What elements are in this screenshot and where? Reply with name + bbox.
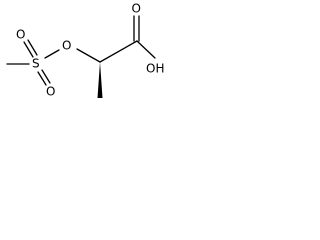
atom-label-sulfonyl-oxygen-top: O	[16, 28, 25, 42]
bond-sulfur-oxygen-bottom-b	[41, 69, 51, 84]
atom-label-ester-oxygen: O	[62, 39, 71, 53]
stereo-wedge-methyl	[97, 62, 103, 98]
bond-sulfur-oxygen-bottom-a	[37, 71, 47, 86]
bond-sulfur-oxygen-top-b	[27, 39, 38, 56]
atom-label-carbonyl-oxygen: O	[132, 2, 141, 16]
methylsulfonyloxy-propanoic-acid-structure: O OH O S O O	[6, 2, 164, 99]
bond-sulfur-ester-oxygen	[44, 49, 60, 59]
atom-label-hydroxyl: OH	[146, 62, 164, 76]
bond-chiral-carbon-carboxyl-carbon	[99, 40, 138, 63]
atom-label-sulfonyl-oxygen-bottom: O	[46, 85, 55, 99]
atom-label-sulfur: S	[32, 57, 40, 71]
bond-sulfur-oxygen-top-a	[23, 41, 34, 58]
bond-ester-oxygen-chiral-carbon	[76, 48, 101, 63]
bond-carboxyl-carbon-hydroxyl	[136, 40, 156, 59]
